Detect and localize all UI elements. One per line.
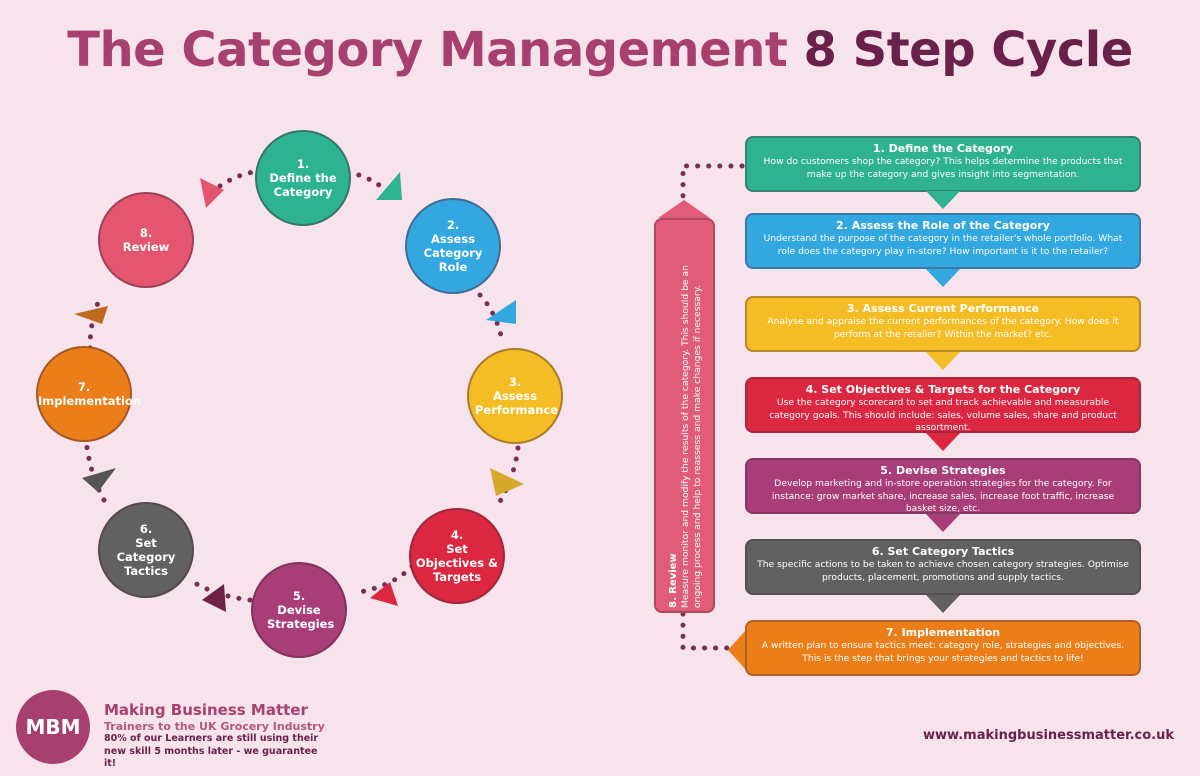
cycle-step-4-number: 4.: [450, 528, 464, 542]
brand-name: Making Business Matter: [104, 701, 308, 719]
mbm-logo: MBM: [16, 690, 90, 764]
step-7-heading: 7. Implementation: [885, 626, 1001, 639]
cycle-step-1-label: Define the Category: [269, 171, 337, 199]
step-1-description: How do customers shop the category? This…: [763, 156, 1123, 180]
step-5-heading: 5. Devise Strategies: [880, 464, 1006, 477]
arrow-7-8-icon: [74, 306, 108, 324]
cycle-step-3: 3. Assess Performance: [467, 348, 563, 444]
step-2-description: Understand the purpose of the category i…: [763, 233, 1123, 257]
step-6-description: The specific actions to be taken to achi…: [757, 559, 1129, 583]
cycle-step-1: 1. Define the Category: [255, 130, 351, 226]
cycle-step-2-label: Assess Category Role: [423, 232, 483, 274]
arrow-1-2-icon: [376, 172, 402, 200]
step-1-down-arrow-icon: [926, 191, 960, 209]
step-7-description: A written plan to ensure tactics meet: c…: [761, 640, 1125, 664]
arrow-6-7-icon: [82, 468, 116, 492]
step-2-heading: 2. Assess the Role of the Category: [836, 219, 1050, 232]
step-1-heading: 1. Define the Category: [872, 142, 1014, 155]
cycle-step-8-number: 8.: [139, 226, 153, 240]
step-box-6: 6. Set Category Tactics The specific act…: [745, 539, 1141, 595]
step-5-description: Develop marketing and in-store operation…: [771, 478, 1115, 514]
step-box-5: 5. Devise Strategies Develop marketing a…: [745, 458, 1141, 514]
review-loop-bottom: [680, 611, 733, 651]
title-part-2: 8 Step Cycle: [803, 22, 1134, 78]
review-bar: 8. Review Measure monitor and modify the…: [654, 218, 715, 613]
arrow-8-1-icon: [200, 178, 224, 208]
step-box-4: 4. Set Objectives & Targets for the Cate…: [745, 377, 1141, 433]
step-3-heading: 3. Assess Current Performance: [846, 302, 1040, 315]
page-title: The Category Management 8 Step Cycle: [0, 22, 1200, 78]
review-bar-arrow-icon: [658, 200, 710, 218]
cycle-step-8: 8. Review: [98, 192, 194, 288]
website-link[interactable]: www.makingbusinessmatter.co.uk: [923, 728, 1174, 743]
step-4-down-arrow-icon: [926, 433, 960, 451]
cycle-step-7-label: Implementation: [38, 394, 141, 408]
step-4-heading: 4. Set Objectives & Targets for the Cate…: [805, 383, 1081, 396]
cycle-step-6-number: 6.: [139, 522, 153, 536]
cycle-step-7: 7. Implementation: [36, 346, 141, 442]
step-6-heading: 6. Set Category Tactics: [871, 545, 1015, 558]
arrow-5-6-icon: [202, 584, 226, 612]
connector-4-5: [357, 563, 415, 595]
cycle-step-5: 5. Devise Strategies: [251, 562, 347, 658]
cycle-step-3-number: 3.: [508, 375, 522, 389]
cycle-step-1-number: 1.: [296, 157, 310, 171]
cycle-step-2: 2. Assess Category Role: [405, 198, 501, 294]
step-box-7: 7. Implementation A written plan to ensu…: [745, 620, 1141, 676]
cycle-step-5-label: Devise Strategies: [267, 603, 335, 631]
step-box-1: 1. Define the Category How do customers …: [745, 136, 1141, 192]
cycle-step-4-label: Set Objectives & Targets: [415, 542, 499, 584]
arrow-to-implementation-icon: [728, 630, 746, 670]
cycle-step-6: 6. Set Category Tactics: [98, 502, 194, 598]
step-4-description: Use the category scorecard to set and tr…: [769, 397, 1117, 433]
arrow-3-4-icon: [490, 468, 524, 496]
cycle-step-2-number: 2.: [446, 218, 460, 232]
step-3-down-arrow-icon: [926, 352, 960, 370]
cycle-step-5-number: 5.: [292, 589, 306, 603]
review-description: Measure monitor and modify the results o…: [680, 265, 703, 608]
connector-6-7: [83, 437, 107, 503]
step-box-3: 3. Assess Current Performance Analyse an…: [745, 296, 1141, 352]
step-box-2: 2. Assess the Role of the Category Under…: [745, 213, 1141, 269]
review-heading: 8. Review: [668, 553, 679, 608]
review-text: 8. Review Measure monitor and modify the…: [668, 228, 704, 608]
cycle-step-6-label: Set Category Tactics: [116, 536, 176, 578]
title-part-1: The Category Management: [67, 22, 788, 78]
connector-7-8: [87, 295, 103, 351]
promo-text: 80% of our Learners are still using thei…: [104, 733, 319, 769]
connector-2-3: [477, 292, 505, 343]
arrow-4-5-icon: [370, 582, 398, 606]
cycle-step-4: 4. Set Objectives & Targets: [409, 508, 505, 604]
step-5-down-arrow-icon: [926, 514, 960, 532]
brand-tagline: Trainers to the UK Grocery Industry: [104, 720, 325, 733]
cycle-step-8-label: Review: [122, 240, 170, 254]
step-2-down-arrow-icon: [926, 269, 960, 287]
step-6-down-arrow-icon: [926, 595, 960, 613]
step-3-description: Analyse and appraise the current perform…: [767, 316, 1119, 340]
arrow-2-3-icon: [486, 300, 516, 324]
cycle-step-7-number: 7.: [77, 380, 91, 394]
connector-8-1: [217, 169, 257, 189]
cycle-step-3-label: Assess Performance: [475, 389, 559, 417]
